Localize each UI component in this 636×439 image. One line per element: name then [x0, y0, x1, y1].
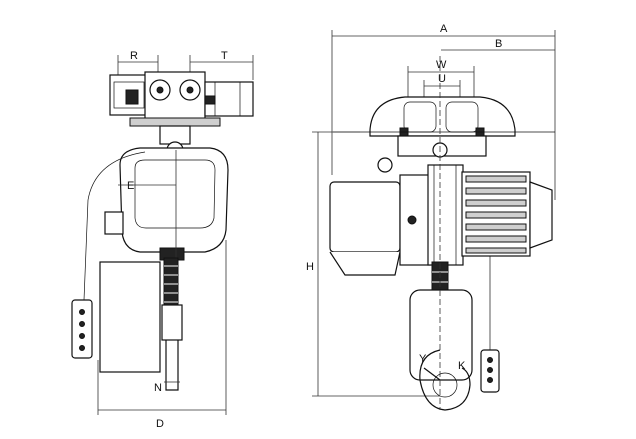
- dim-label-y: Y: [419, 353, 427, 365]
- hook-block-side: [161, 304, 183, 341]
- hoist-cover: [134, 159, 216, 229]
- dim-label-h: H: [306, 261, 314, 273]
- dim-label-t: T: [221, 50, 228, 62]
- dim-label-a: A: [440, 23, 448, 35]
- dim-label-u: U: [438, 73, 446, 85]
- dim-label-r: R: [130, 50, 138, 62]
- suspension-lug: [159, 125, 191, 145]
- side-view: R T E: [71, 50, 254, 430]
- hook-front: [419, 349, 471, 411]
- dim-label-n: N: [154, 382, 162, 394]
- lifting-eye: [377, 157, 393, 173]
- front-view: A B W U: [306, 23, 556, 411]
- chain-container: [99, 261, 161, 373]
- dim-label-b: B: [495, 38, 502, 50]
- dim-label-k: K: [458, 360, 466, 372]
- hook-side: [165, 340, 179, 391]
- dim-label-w: W: [436, 59, 447, 71]
- pendant-switch-side: [71, 299, 93, 359]
- motor-fins: [465, 175, 527, 254]
- dim-label-e: E: [127, 180, 134, 192]
- dim-label-d: D: [156, 418, 164, 430]
- control-box-left: [104, 211, 124, 235]
- hook-latch: [423, 367, 441, 381]
- motor-end-cap: [529, 181, 553, 249]
- beam-flange: [129, 117, 221, 127]
- gearbox-housing: [329, 181, 401, 253]
- trolley-housing-front: [369, 96, 516, 137]
- motor-flange: [427, 164, 464, 266]
- hoist-body: [119, 147, 229, 253]
- pendant-cable: [83, 151, 146, 301]
